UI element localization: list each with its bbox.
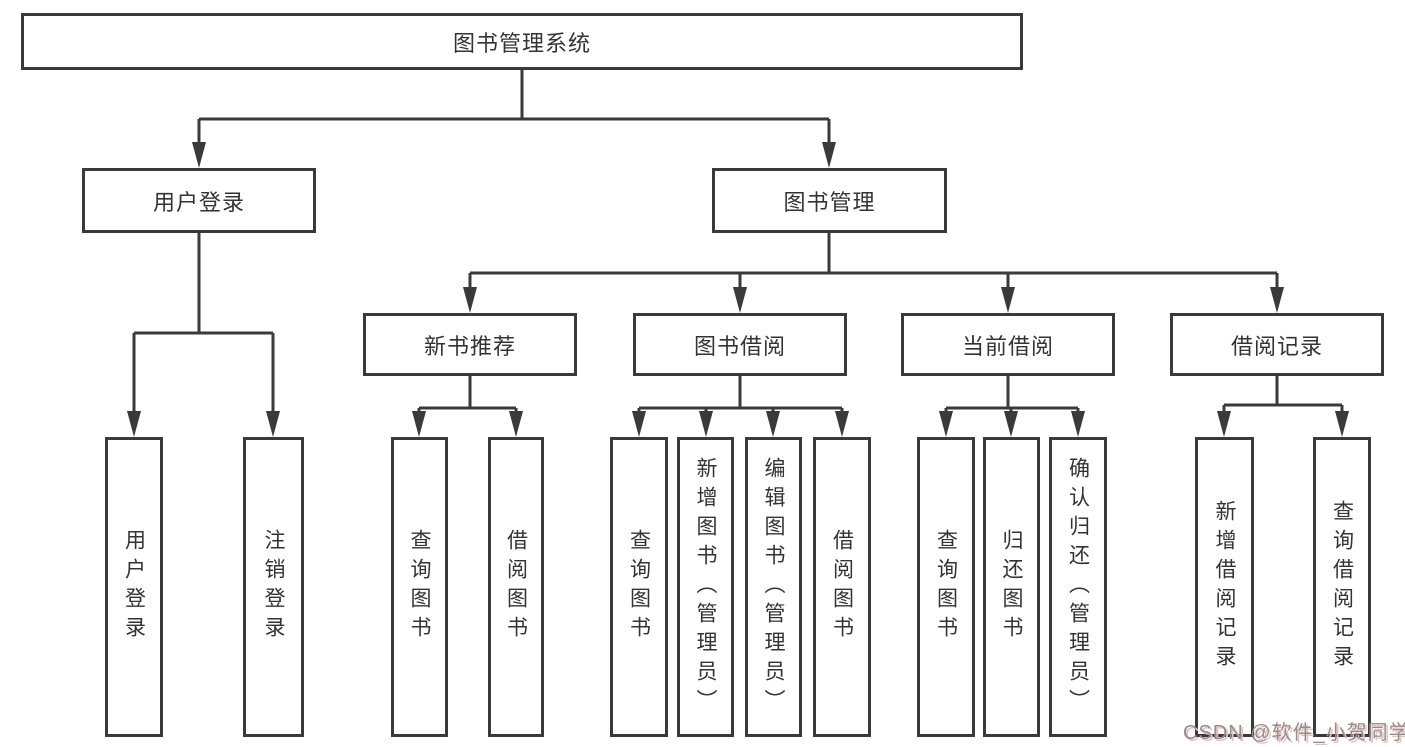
node-borrow-records: 借阅记录 <box>1170 313 1384 376</box>
leaf-borrow-books: 借阅图书 <box>813 437 871 737</box>
node-current-borrow: 当前借阅 <box>901 313 1115 376</box>
leaf-user-login: 用户登录 <box>105 437 163 737</box>
leaf-add-books-admin-label: 新增图书（管理员） <box>694 456 717 718</box>
leaf-query-books-borrow: 查询图书 <box>610 437 668 737</box>
leaf-add-borrow-record: 新增借阅记录 <box>1195 437 1254 737</box>
node-book-management: 图书管理 <box>712 168 947 233</box>
leaf-query-books-current: 查询图书 <box>917 437 975 737</box>
node-new-book-recommend-label: 新书推荐 <box>423 333 516 359</box>
node-borrow-records-label: 借阅记录 <box>1230 333 1323 359</box>
node-book-borrow: 图书借阅 <box>633 313 847 376</box>
leaf-query-borrow-record: 查询借阅记录 <box>1313 437 1371 737</box>
leaf-user-login-label: 用户登录 <box>122 529 146 645</box>
leaf-query-books-borrow-label: 查询图书 <box>627 529 651 645</box>
node-book-management-label: 图书管理 <box>783 189 876 215</box>
leaf-return-books-label: 归还图书 <box>1000 529 1023 645</box>
leaf-edit-books-admin-label: 编辑图书（管理员） <box>762 456 785 718</box>
node-root: 图书管理系统 <box>21 13 1023 70</box>
leaf-query-books-recommend-label: 查询图书 <box>408 529 431 645</box>
node-book-borrow-label: 图书借阅 <box>693 333 786 359</box>
leaf-borrow-books-recommend-label: 借阅图书 <box>504 529 528 645</box>
leaf-borrow-books-label: 借阅图书 <box>830 529 854 645</box>
node-new-book-recommend: 新书推荐 <box>363 313 577 376</box>
node-user-login-label: 用户登录 <box>152 189 245 215</box>
leaf-query-books-recommend: 查询图书 <box>391 437 448 737</box>
node-current-borrow-label: 当前借阅 <box>961 333 1054 359</box>
leaf-query-borrow-record-label: 查询借阅记录 <box>1330 500 1354 674</box>
leaf-return-books: 归还图书 <box>983 437 1040 737</box>
leaf-edit-books-admin: 编辑图书（管理员） <box>745 437 802 737</box>
leaf-query-books-current-label: 查询图书 <box>934 529 958 645</box>
watermark: CSDN @软件_小贺同学 <box>1183 722 1405 744</box>
leaf-add-books-admin: 新增图书（管理员） <box>677 437 734 737</box>
leaf-confirm-return-admin: 确认归还（管理员） <box>1049 437 1107 737</box>
node-root-label: 图书管理系统 <box>452 30 591 56</box>
leaf-confirm-return-admin-label: 确认归还（管理员） <box>1066 456 1090 718</box>
leaf-logout: 注销登录 <box>243 437 304 737</box>
node-user-login: 用户登录 <box>82 168 316 233</box>
leaf-add-borrow-record-label: 新增借阅记录 <box>1213 500 1236 674</box>
leaf-logout-label: 注销登录 <box>262 529 285 645</box>
leaf-borrow-books-recommend: 借阅图书 <box>488 437 544 737</box>
